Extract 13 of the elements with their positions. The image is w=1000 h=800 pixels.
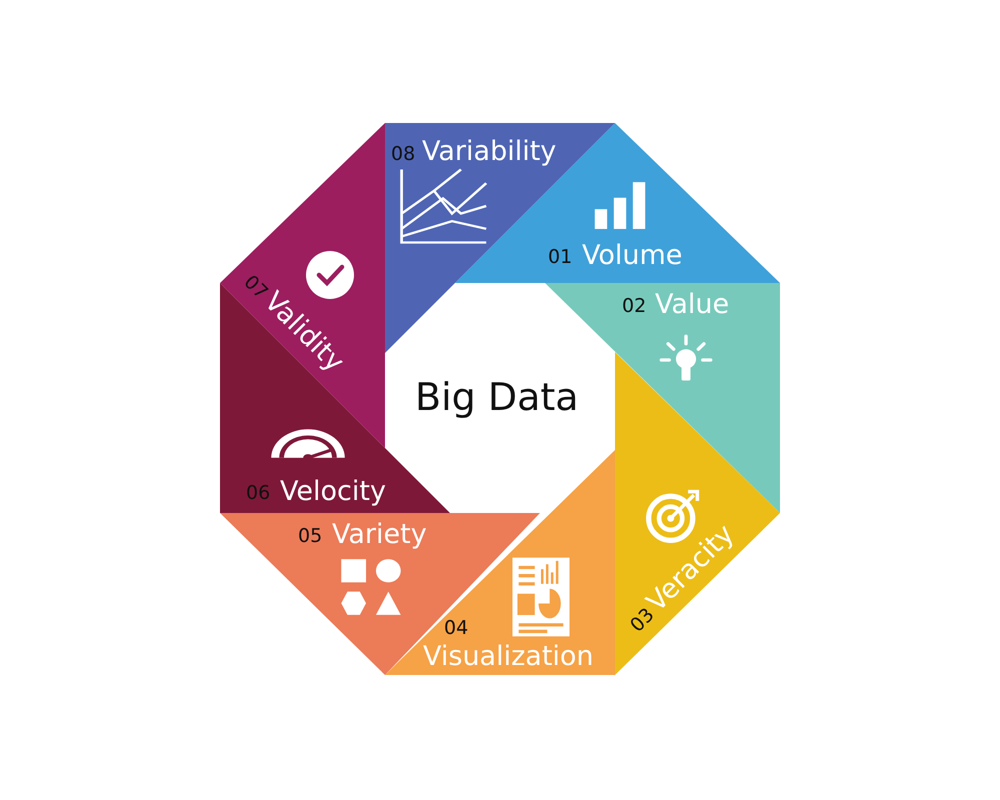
segment-title: Visualization xyxy=(423,643,594,670)
segment-title: Variety xyxy=(332,521,427,548)
segment-title: Volume xyxy=(582,242,682,269)
center-title: Big Data xyxy=(415,378,579,416)
number-label: 08 xyxy=(391,145,416,164)
number-label: 05 xyxy=(298,527,322,546)
number-label: 02 xyxy=(622,297,646,316)
segment-title: Variability xyxy=(422,138,556,165)
segment-title: Value xyxy=(655,291,730,318)
number-label: 06 xyxy=(246,484,270,503)
number-label: 01 xyxy=(548,248,572,267)
segment-title: Velocity xyxy=(280,478,386,505)
number-label: 04 xyxy=(444,619,468,638)
